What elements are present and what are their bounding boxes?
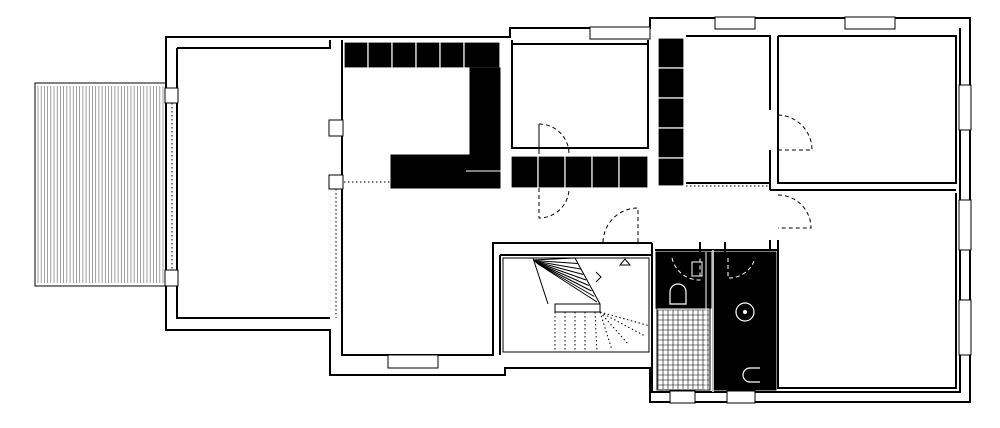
stair-treads (532, 257, 601, 305)
shower-tray-icon (656, 307, 711, 391)
windows (164, 16, 972, 404)
bathroom (655, 250, 777, 392)
door-swing (538, 188, 570, 219)
toilet-icon (669, 283, 687, 305)
interior-walls (499, 35, 957, 392)
door-swing (602, 207, 639, 243)
window (958, 299, 972, 356)
staircase (502, 257, 650, 353)
stair-tread (535, 261, 587, 281)
terrace (34, 82, 167, 287)
stair-tread (537, 263, 595, 297)
kitchen-cabinets (343, 37, 685, 189)
stair-tread (536, 262, 592, 292)
bathtub-icon (735, 302, 755, 322)
openings (171, 103, 770, 353)
window (669, 390, 696, 404)
door-swing (777, 194, 812, 229)
wc-room (655, 251, 712, 309)
sink-icon (691, 261, 703, 277)
stair-tread (534, 261, 584, 275)
stair-tread (535, 262, 589, 286)
window (387, 354, 439, 369)
window (328, 174, 344, 190)
terrace-slats (37, 86, 164, 283)
toilet-icon (742, 367, 760, 383)
shower-tiles (657, 309, 709, 389)
window (726, 390, 756, 404)
window (844, 16, 896, 30)
stair-tread (537, 263, 598, 303)
door-swing (538, 123, 570, 155)
window (714, 16, 756, 30)
stair-stringer (532, 257, 601, 305)
window (958, 84, 972, 131)
stair-tread (533, 260, 578, 264)
window (958, 199, 972, 251)
door-swing (777, 114, 813, 151)
window (164, 87, 179, 104)
arrow-up-icon (618, 258, 632, 266)
window (328, 119, 344, 137)
outer-wall (165, 17, 971, 403)
stair-tread (532, 257, 576, 261)
stair-tread (534, 260, 581, 270)
window (164, 269, 179, 287)
window (589, 26, 651, 40)
